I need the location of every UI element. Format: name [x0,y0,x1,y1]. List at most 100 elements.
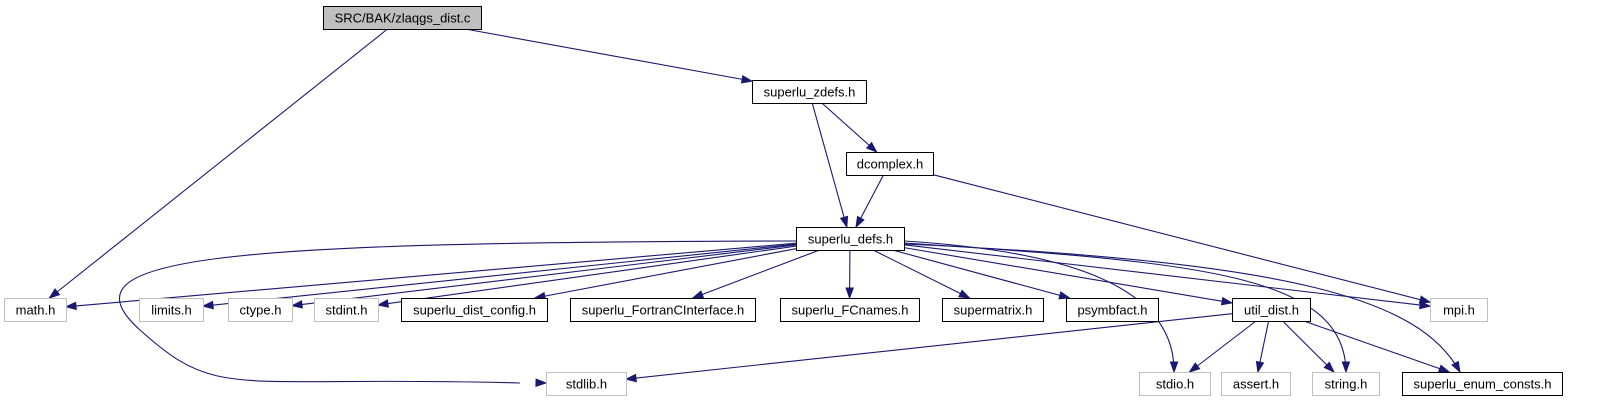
node-stdio: stdio.h [1139,372,1211,396]
edge-defs-fci [692,249,820,299]
node-label-mpi: mpi.h [1443,303,1475,318]
edge-util-enum [1303,320,1450,373]
edge-defs-stdlib [118,240,797,384]
edge-defs-stdio [903,240,1175,373]
edge-defs-fcn-arrowhead [845,287,854,300]
node-box-ctype [228,298,293,322]
node-label-string: string.h [1325,377,1368,392]
edge-defs-enum-arrowhead [1451,360,1461,374]
edge-dcomp-mpi [932,174,1431,303]
edge-defs-fci-arrowhead [691,290,705,299]
node-label-dconf: superlu_dist_config.h [413,303,536,318]
node-fcn[interactable]: superlu_FCnames.h [780,298,920,322]
edge-defs-util [903,247,1233,304]
node-enum[interactable]: superlu_enum_consts.h [1402,372,1563,396]
edge-defs-mpi [903,244,1431,307]
node-box-assert [1221,372,1291,396]
node-box-math [4,298,67,322]
node-dconf[interactable]: superlu_dist_config.h [401,298,548,322]
node-box-stdlib [546,372,627,396]
node-box-string [1312,372,1380,396]
node-root[interactable]: SRC/BAK/zlaqgs_dist.c [323,6,482,30]
node-box-dcomp [846,152,934,176]
edge-util-stdio-arrowhead [1188,362,1201,373]
edge-defs-stdint [377,245,797,306]
edge-util-stdlib-arrowhead [624,373,637,383]
edge-defs-smat-arrowhead [958,289,971,299]
edge-util-string [1282,320,1335,373]
edge-defs-stdio-arrowhead [1169,361,1179,374]
node-label-assert: assert.h [1233,377,1279,392]
node-box-defs [796,227,905,251]
edge-util-enum-arrowhead [1437,364,1451,373]
node-label-fci: superlu_FortranCInterface.h [582,303,745,318]
node-label-stdint: stdint.h [326,303,368,318]
node-label-limits: limits.h [151,303,191,318]
node-stdlib: stdlib.h [546,372,627,396]
node-box-fcn [780,298,920,322]
node-fci[interactable]: superlu_FortranCInterface.h [570,298,756,322]
node-math: math.h [4,298,67,322]
edge-root-zdefs [465,28,753,82]
node-dcomp[interactable]: dcomplex.h [846,152,934,176]
edge-defs-math [65,242,797,308]
edge-util-stdio [1189,320,1257,373]
edge-defs-smat [872,249,970,299]
node-limits: limits.h [139,298,204,322]
node-label-zdefs: superlu_zdefs.h [764,85,856,100]
node-label-root: SRC/BAK/zlaqgs_dist.c [335,11,471,26]
edge-zdefs-dcomp-arrowhead [865,141,878,153]
edge-root-zdefs-arrowhead [740,75,754,84]
node-label-psym: psymbfact.h [1077,303,1147,318]
edge-dcomp-defs-arrowhead [855,215,865,229]
node-label-util: util_dist.h [1244,303,1299,318]
edge-dcomp-mpi-arrowhead [1418,295,1432,304]
edge-defs-psym [892,249,1070,299]
edge-defs-limits-arrowhead [201,300,214,310]
edges-layer [48,28,1461,388]
edge-defs-psym-arrowhead [1058,291,1071,300]
edge-zdefs-dcomp [821,102,878,153]
node-box-util [1232,298,1311,322]
node-mpi: mpi.h [1430,298,1488,322]
node-box-mpi [1430,298,1488,322]
node-label-enum: superlu_enum_consts.h [1413,377,1551,392]
node-psym[interactable]: psymbfact.h [1066,298,1159,322]
node-string: string.h [1312,372,1380,396]
node-smat[interactable]: supermatrix.h [942,298,1044,322]
node-label-defs: superlu_defs.h [808,232,893,247]
edge-zdefs-defs-arrowhead [839,215,849,229]
edge-util-stdlib [625,313,1233,380]
node-label-stdlib: stdlib.h [566,377,607,392]
node-assert: assert.h [1221,372,1291,396]
node-box-fci [570,298,756,322]
node-util[interactable]: util_dist.h [1232,298,1311,322]
edge-root-math-arrowhead [48,288,61,299]
edge-defs-limits [202,243,797,307]
edge-root-math [49,28,388,299]
node-box-limits [139,298,204,322]
node-label-smat: supermatrix.h [954,303,1033,318]
node-stdint: stdint.h [314,298,379,322]
node-label-fcn: superlu_FCnames.h [791,303,908,318]
node-label-ctype: ctype.h [240,303,282,318]
node-label-dcomp: dcomplex.h [857,157,923,172]
node-box-psym [1066,298,1159,322]
node-label-stdio: stdio.h [1156,377,1194,392]
edge-defs-mpi-arrowhead [1419,300,1432,310]
node-box-smat [942,298,1044,322]
node-box-zdefs [752,80,867,104]
node-box-stdint [314,298,379,322]
nodes-layer: SRC/BAK/zlaqgs_dist.c superlu_zdefs.hdcom… [4,6,1563,396]
edge-defs-math-arrowhead [64,301,77,311]
edge-defs-ctype [291,244,797,307]
edge-defs-string-arrowhead [1341,361,1351,374]
node-zdefs[interactable]: superlu_zdefs.h [752,80,867,104]
node-defs[interactable]: superlu_defs.h [796,227,905,251]
edge-defs-ctype-arrowhead [290,300,303,309]
node-label-math: math.h [16,303,56,318]
edge-defs-util-arrowhead [1220,296,1234,306]
edge-util-assert-arrowhead [1255,360,1265,374]
edge-zdefs-defs [811,102,848,228]
